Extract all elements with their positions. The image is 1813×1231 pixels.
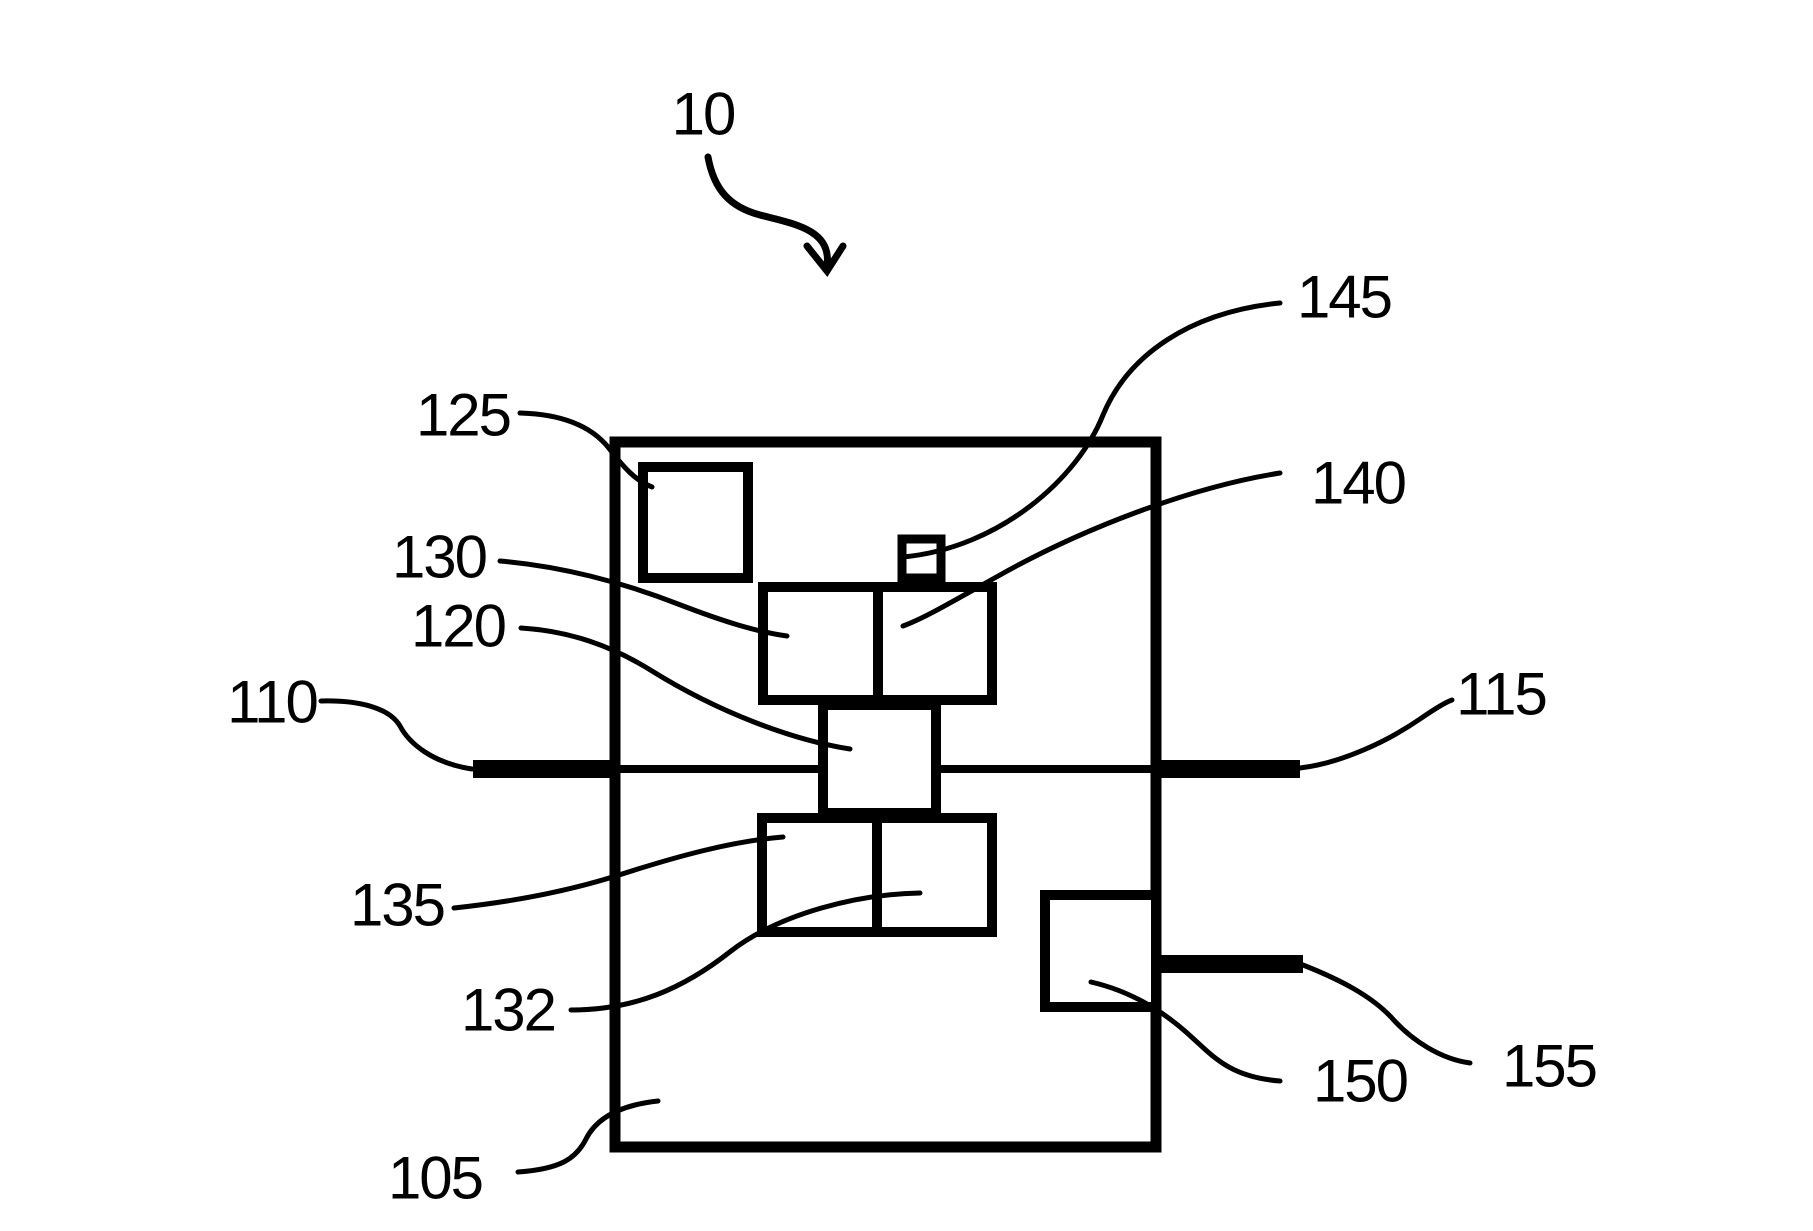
- leader-155: [1300, 962, 1473, 1066]
- leader-130: [497, 558, 790, 639]
- upper-gear-right-box-140: [873, 582, 997, 705]
- leader-145: [900, 300, 1283, 560]
- ref-132-label: 132: [461, 977, 555, 1044]
- lower-gear-right-box-132: [872, 813, 997, 937]
- leader-150: [1088, 979, 1283, 1084]
- leader-135: [451, 834, 786, 911]
- arrow-curve-10: [704, 153, 831, 270]
- ref-130-label: 130: [392, 524, 487, 591]
- ref-110-label: 110: [227, 669, 317, 736]
- ref-10-label: 10: [672, 81, 735, 148]
- ref-135-label: 135: [350, 872, 444, 939]
- arrowhead-10: [803, 242, 847, 277]
- leader-125: [517, 410, 655, 490]
- ref-120-label: 120: [411, 593, 506, 660]
- ref-155-label: 155: [1502, 1033, 1596, 1100]
- ref-140-label: 140: [1311, 450, 1406, 517]
- output-component-box-150: [1040, 890, 1161, 1012]
- leader-115: [1297, 697, 1455, 771]
- ref-115-label: 115: [1456, 661, 1546, 728]
- leader-120: [518, 625, 853, 752]
- leader-110: [318, 698, 475, 772]
- leader-140: [900, 470, 1283, 629]
- component-box-125: [638, 462, 753, 583]
- ref-150-label: 150: [1313, 1048, 1408, 1115]
- ref-105-label: 105: [388, 1145, 482, 1212]
- leader-132: [568, 890, 923, 1013]
- center-gear-box-120: [818, 700, 941, 818]
- leader-105: [515, 1098, 661, 1175]
- ref-145-label: 145: [1297, 264, 1391, 331]
- upper-gear-left-box-130: [758, 582, 883, 705]
- ref-125-label: 125: [416, 382, 510, 449]
